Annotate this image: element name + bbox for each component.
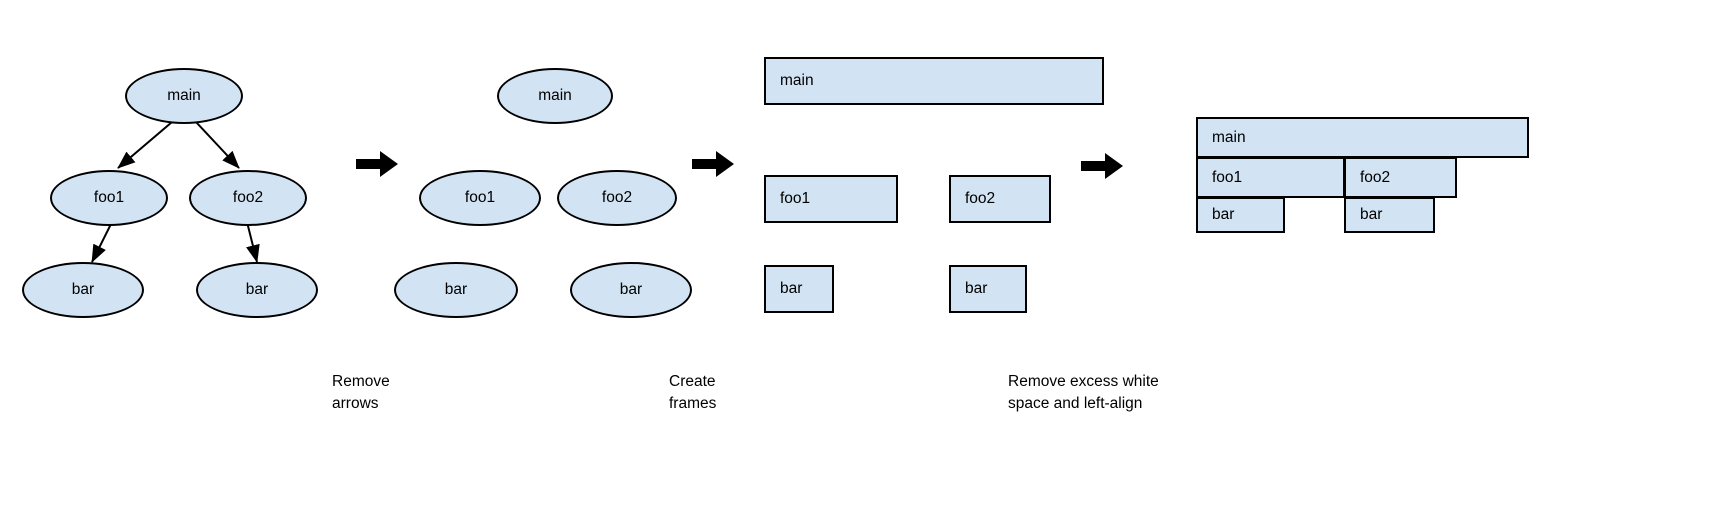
node-label: main [780, 72, 814, 90]
node-bar[interactable]: bar [22, 262, 144, 318]
node-foo2[interactable]: foo2 [557, 170, 677, 226]
node-foo2[interactable]: foo2 [189, 170, 307, 226]
node-label: bar [780, 280, 803, 298]
node-bar[interactable]: bar [394, 262, 518, 318]
node-bar[interactable]: bar [1344, 197, 1435, 233]
caption-create-frames: Create frames [669, 373, 717, 412]
node-label: bar [965, 280, 988, 298]
node-label: foo1 [780, 190, 811, 208]
step-arrow-icon [1081, 153, 1123, 179]
node-label: foo2 [1360, 168, 1391, 186]
node-bar[interactable]: bar [949, 265, 1027, 313]
edge-main-to-foo2 [195, 121, 240, 169]
node-main[interactable]: main [497, 68, 613, 124]
node-label: main [1212, 128, 1246, 146]
node-bar[interactable]: bar [764, 265, 834, 313]
step-arrow-icon [356, 151, 398, 177]
node-foo2[interactable]: foo2 [1344, 157, 1457, 198]
caption-remove-arrows: Remove arrows [332, 373, 390, 412]
node-label: foo1 [464, 189, 496, 207]
node-bar[interactable]: bar [1196, 197, 1285, 233]
node-label: foo2 [601, 189, 633, 207]
caption-remove-whitespace: Remove excess white space and left-align [1008, 373, 1159, 412]
node-label: bar [444, 281, 468, 299]
node-foo1[interactable]: foo1 [1196, 157, 1345, 198]
node-label: main [538, 87, 572, 105]
node-foo1[interactable]: foo1 [419, 170, 541, 226]
node-label: bar [1360, 206, 1383, 224]
node-label: bar [1212, 206, 1235, 224]
node-main[interactable]: main [125, 68, 243, 124]
node-main[interactable]: main [1196, 117, 1529, 158]
node-foo2[interactable]: foo2 [949, 175, 1051, 223]
node-bar[interactable]: bar [196, 262, 318, 318]
node-foo1[interactable]: foo1 [50, 170, 168, 226]
edge-foo1-to-bar [91, 221, 113, 263]
node-foo1[interactable]: foo1 [764, 175, 898, 223]
step-arrow-icon [692, 151, 734, 177]
node-label: bar [619, 281, 643, 299]
node-label: bar [71, 281, 95, 299]
node-main[interactable]: main [764, 57, 1104, 105]
node-label: foo1 [1212, 168, 1243, 186]
node-label: foo2 [965, 190, 996, 208]
node-bar[interactable]: bar [570, 262, 692, 318]
node-label: bar [245, 281, 269, 299]
node-label: main [167, 87, 201, 105]
edge-foo2-to-bar [246, 221, 260, 263]
node-label: foo1 [93, 189, 125, 207]
edge-main-to-foo1 [117, 121, 173, 169]
node-label: foo2 [232, 189, 264, 207]
